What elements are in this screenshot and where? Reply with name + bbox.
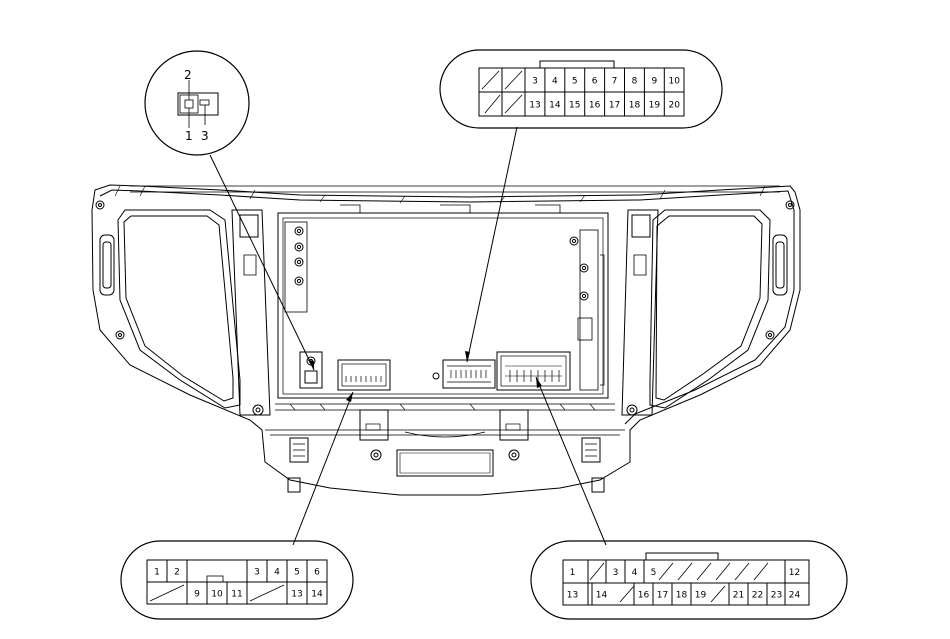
pin-number: 18	[629, 101, 641, 111]
pin-number: 6	[592, 77, 598, 87]
pin-number: 5	[294, 568, 300, 578]
pin-number: 5	[572, 77, 578, 87]
leader-lines	[209, 126, 607, 546]
pin-label-1: 1	[185, 129, 193, 143]
pin-number: 13	[567, 591, 578, 601]
pin-number: 17	[657, 591, 668, 601]
pin-number: 11	[231, 590, 242, 600]
pin-number: 4	[552, 77, 558, 87]
pin-number: 13	[529, 101, 540, 111]
audio-unit	[277, 204, 609, 399]
pin-number: 9	[194, 590, 200, 600]
callout-connector-small: 2 1 3	[144, 50, 250, 156]
pin-label-2: 2	[184, 68, 192, 82]
pin-number: 21	[733, 591, 744, 601]
pin-number: 9	[651, 77, 657, 87]
pin-number: 23	[771, 591, 782, 601]
pin-number: 22	[752, 591, 763, 601]
pin-number: 5	[651, 568, 657, 578]
pin-number: 4	[632, 568, 638, 578]
pin-number: 14	[549, 101, 561, 111]
pin-number: 3	[532, 77, 538, 87]
pin-grid-20: 3 4 5 6 7 8 9 10 13 14 15 16 17 18 19 20	[524, 68, 681, 116]
pin-number: 19	[695, 591, 707, 601]
pin-number: 6	[314, 568, 320, 578]
pin-number: 10	[669, 77, 681, 87]
pin-number: 1	[570, 568, 576, 578]
pin-number: 20	[669, 101, 681, 111]
callout-connector-14pin: 1 2 3 4 5 6 9 10 11 13 14	[120, 540, 354, 620]
pin-number: 14	[311, 590, 323, 600]
pin-number: 19	[649, 101, 661, 111]
pin-label-3: 3	[201, 129, 209, 143]
pin-number: 18	[676, 591, 688, 601]
pin-number: 12	[789, 568, 800, 578]
pin-number: 3	[254, 568, 260, 578]
pin-number: 24	[789, 591, 801, 601]
dashboard-panel	[91, 184, 801, 496]
pin-number: 13	[291, 590, 302, 600]
pin-number: 16	[589, 101, 601, 111]
pin-number: 3	[613, 568, 619, 578]
pin-number: 10	[211, 590, 223, 600]
pin-number: 1	[154, 568, 160, 578]
callout-connector-20pin: 3 4 5 6 7 8 9 10 13 14 15 16 17 18 19 20	[439, 49, 723, 129]
pin-number: 8	[632, 77, 638, 87]
pin-number: 2	[174, 568, 180, 578]
pin-number: 16	[638, 591, 650, 601]
pin-number: 14	[596, 591, 608, 601]
pin-number: 4	[274, 568, 280, 578]
pin-number: 17	[609, 101, 620, 111]
pin-grid-14: 1 2 3 4 5 6 9 10 11 13 14	[146, 560, 323, 604]
pin-number: 15	[569, 101, 580, 111]
pin-number: 7	[612, 77, 618, 87]
